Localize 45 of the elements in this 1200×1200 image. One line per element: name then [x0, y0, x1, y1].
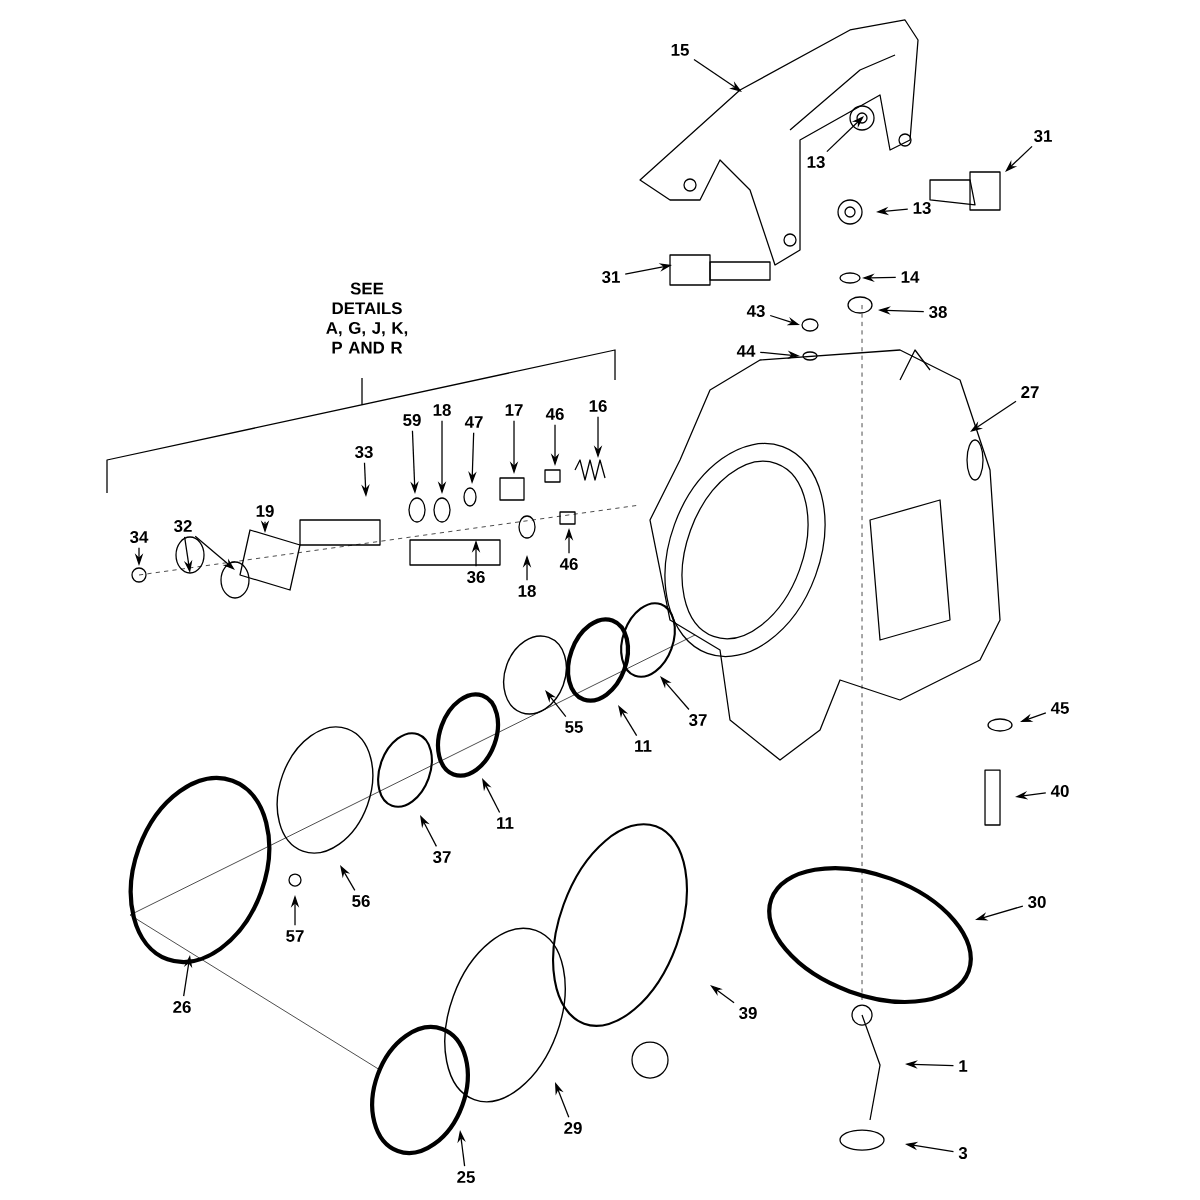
leader-line — [1005, 145, 1033, 172]
callout-number: 25 — [457, 1171, 475, 1183]
callout-number: 31 — [602, 271, 620, 283]
callout-number: 45 — [1050, 702, 1069, 714]
callout-number: 44 — [736, 345, 756, 357]
leader-line — [660, 676, 690, 711]
callout-number: 56 — [352, 895, 370, 907]
callout-number: 40 — [1050, 785, 1069, 797]
callout-number: 11 — [497, 817, 514, 829]
callout-number: 18 — [518, 585, 536, 597]
callout-number: 37 — [689, 714, 707, 726]
callout-number: 13 — [913, 202, 931, 214]
callout-number: 43 — [746, 305, 765, 317]
callout-number: 32 — [174, 520, 192, 532]
callout-number: 37 — [433, 851, 451, 863]
callout-number: 31 — [1034, 130, 1052, 142]
callout-number: 57 — [286, 930, 304, 942]
callout-number: 1 — [959, 1060, 968, 1072]
callout-number: 27 — [1021, 386, 1039, 398]
callout-number: 36 — [467, 571, 485, 583]
callout-number: 39 — [739, 1007, 757, 1019]
note-text: SEE DETAILS A, G, J, K, P AND R — [326, 282, 408, 354]
callout-number: 46 — [545, 408, 564, 420]
callout-number: 11 — [635, 740, 652, 752]
callout-number: 46 — [559, 558, 578, 570]
leader-line — [545, 690, 567, 718]
callout-number: 13 — [807, 156, 825, 168]
callout-number: 3 — [958, 1147, 968, 1159]
callout-number: 59 — [403, 414, 421, 426]
callout-number: 14 — [901, 271, 920, 283]
callout-number: 55 — [565, 721, 583, 733]
callout-number: 17 — [505, 404, 523, 416]
callout-number: 16 — [589, 400, 607, 412]
callout-number: 19 — [256, 505, 274, 517]
callout-number: 33 — [355, 446, 373, 458]
callout-number: 15 — [671, 44, 689, 56]
callout-number: 26 — [173, 1001, 191, 1013]
leader-line — [826, 116, 864, 153]
callout-number: 30 — [1028, 896, 1046, 908]
callout-number: 47 — [464, 416, 483, 428]
callout-number: 29 — [564, 1122, 582, 1134]
callout-number: 34 — [130, 531, 149, 543]
callout-number: 18 — [433, 404, 451, 416]
leader-line — [194, 535, 235, 570]
callout-number: 38 — [929, 306, 947, 318]
